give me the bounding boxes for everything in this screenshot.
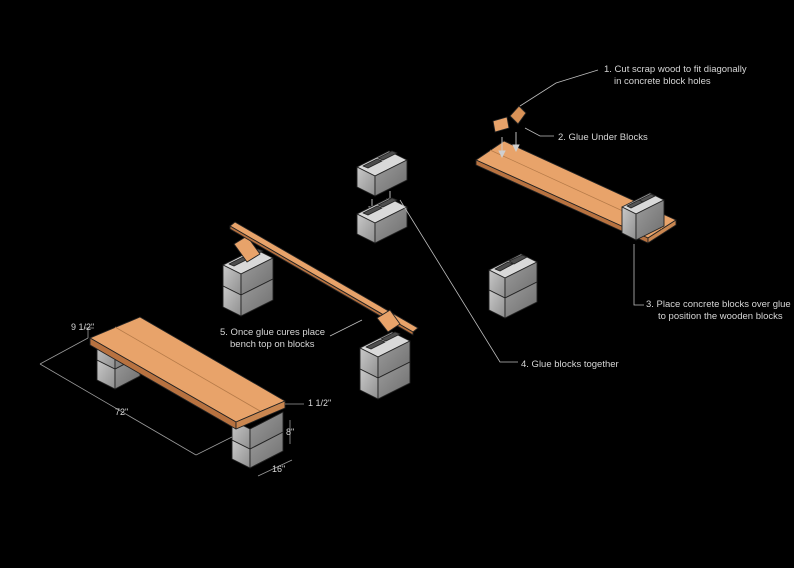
dimension-lines: [39, 327, 304, 477]
right-block-stack: [359, 331, 411, 400]
right-bench-top-assembly: [475, 105, 677, 244]
dim-top-thickness: 9 1/2": [71, 322, 94, 332]
concrete-block-upper: [356, 150, 408, 197]
callout-step5-line2: bench top on blocks: [230, 339, 315, 350]
finished-bench: [89, 316, 286, 469]
dimension-text: 9 1/2" 72" 1 1/2" 8" 16": [71, 322, 331, 474]
callout-text: 1. Cut scrap wood to fit diagonally in c…: [220, 64, 791, 370]
left-block-stack: [222, 248, 274, 317]
callout-step1-line2: in concrete block holes: [614, 76, 711, 87]
dim-block-width: 16": [272, 464, 285, 474]
callout-step3-line1: 3. Place concrete blocks over glue: [646, 299, 791, 310]
scrap-wood-piece-a: [492, 116, 510, 133]
concrete-block-lower: [356, 197, 408, 244]
bench-top-placement: [222, 221, 419, 400]
concrete-block-on-board: [621, 192, 665, 241]
callout-step4: 4. Glue blocks together: [521, 359, 619, 370]
callout-step2: 2. Glue Under Blocks: [558, 132, 648, 143]
dim-block-height: 8": [286, 427, 294, 437]
dim-wood-thickness: 1 1/2": [308, 398, 331, 408]
glue-arrows: [498, 132, 520, 159]
callout-step3-line2: to position the wooden blocks: [658, 311, 783, 322]
leader-lines: [329, 69, 644, 363]
scrap-wood-piece-b: [509, 105, 527, 125]
glue-blocks-group: [356, 150, 408, 244]
callout-step1-line1: 1. Cut scrap wood to fit diagonally: [604, 64, 747, 75]
glued-block-pair: [488, 253, 538, 319]
callout-step5-line1: 5. Once glue cures place: [220, 327, 325, 338]
dim-length: 72": [115, 407, 128, 417]
